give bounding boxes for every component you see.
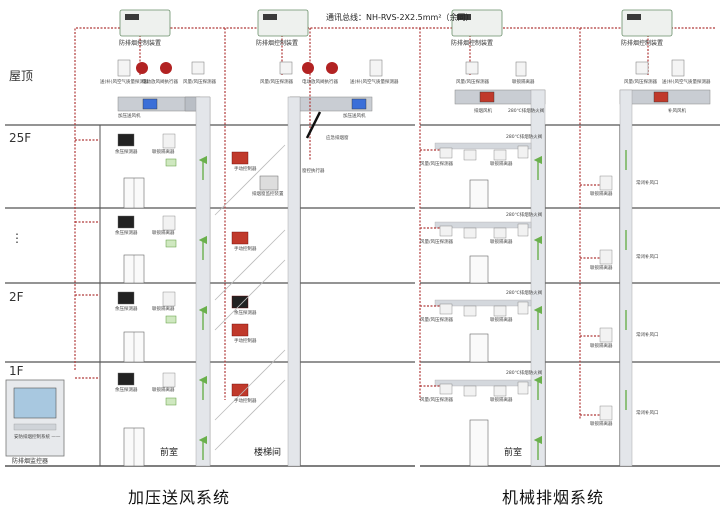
floor-label-1f: 1F bbox=[9, 364, 24, 378]
isolator-r-1f: 联锁隔离器 bbox=[490, 398, 513, 403]
damper-25f: 280℃排烟防火阀 bbox=[506, 135, 543, 140]
air-detector-2f: 风量/风压探测器 bbox=[420, 318, 454, 323]
controller-label-4: 防排烟控制装置 bbox=[621, 40, 664, 47]
roof-smoke-damper: 280℃排烟防火阀 bbox=[508, 109, 545, 114]
fans bbox=[142, 91, 669, 110]
residual-pressure-2f: 余压探测器 bbox=[115, 307, 138, 312]
system-title-left: 加压送风系统 bbox=[128, 488, 231, 507]
manual-controller-1f: 手动控制器 bbox=[234, 399, 257, 404]
air-detector-1f: 风量/风压探测器 bbox=[420, 398, 454, 403]
smoke-control-monitor bbox=[5, 379, 65, 457]
makeup-isolator-2f: 联锁隔离器 bbox=[590, 344, 613, 349]
right-building bbox=[420, 124, 720, 467]
roof-mid-detector-b: 风量/风压探测器 bbox=[260, 80, 294, 85]
floor-label-ellipsis: ⋮ bbox=[11, 231, 23, 245]
roof-makeup-detector-a: 送(补)风空气质量探测器 bbox=[662, 80, 711, 85]
ducts bbox=[117, 89, 711, 467]
controller-label-3: 防排烟控制装置 bbox=[451, 40, 494, 47]
damper-2f: 280℃排烟防火阀 bbox=[506, 291, 543, 296]
air-detector-mid: 风量/风压探测器 bbox=[420, 240, 454, 245]
makeup-vent-25f: 常闭补风口 bbox=[636, 181, 659, 186]
roof-makeup-fan: 补风风机 bbox=[668, 109, 686, 114]
isolator-2f: 联锁隔离器 bbox=[152, 307, 175, 312]
manual-controller-mid: 手动控制器 bbox=[234, 247, 257, 252]
system-title-right: 机械排烟系统 bbox=[502, 488, 605, 507]
monitor-label: 防排烟监控器 bbox=[12, 458, 49, 465]
controller-label-1: 防排烟控制装置 bbox=[119, 40, 162, 47]
floor-label-25f: 25F bbox=[9, 131, 32, 145]
air-detector-25f: 风量/风压探测器 bbox=[420, 162, 454, 167]
roof-smoke-isolator: 联锁隔离器 bbox=[512, 80, 535, 85]
top-controllers bbox=[119, 9, 673, 37]
damper-1f: 280℃排烟防火阀 bbox=[506, 371, 543, 376]
roof-smoke-detector: 风量/风压探测器 bbox=[456, 80, 490, 85]
roof-makeup-detector-b: 风量/风压探测器 bbox=[624, 80, 658, 85]
room-lobby-left: 前室 bbox=[160, 448, 179, 458]
room-stair: 楼梯间 bbox=[254, 448, 282, 458]
roof-mid-actuator-a: 电动放风阀执行器 bbox=[302, 80, 338, 85]
emergency-window: 应急排烟窗 bbox=[326, 136, 349, 141]
window-actuator: 窗控执行器 bbox=[302, 169, 325, 174]
floor-label-2f: 2F bbox=[9, 290, 24, 304]
window-controller: 排烟窗监控装置 bbox=[252, 192, 284, 197]
left-floor-devices bbox=[117, 111, 322, 467]
room-lobby-right: 前室 bbox=[504, 448, 523, 458]
right-floor-devices bbox=[439, 145, 613, 467]
roof-left-actuator-a: 电动放风阀执行器 bbox=[142, 80, 178, 85]
isolator-r-mid: 联锁隔离器 bbox=[490, 240, 513, 245]
floor-label-roof: 屋顶 bbox=[9, 69, 34, 83]
residual-pressure-mid: 余压探测器 bbox=[115, 231, 138, 236]
controller-label-2: 防排烟控制装置 bbox=[256, 40, 299, 47]
roof-smoke-fan: 排烟风机 bbox=[474, 109, 492, 114]
manual-controller-25f: 手动控制器 bbox=[234, 167, 257, 172]
isolator-mid: 联锁隔离器 bbox=[152, 231, 175, 236]
roof-devices bbox=[117, 59, 685, 77]
makeup-isolator-25f: 联锁隔离器 bbox=[590, 192, 613, 197]
damper-mid: 280℃排烟防火阀 bbox=[506, 213, 543, 218]
roof-mid-detector-a: 送(补)风空气质量探测器 bbox=[350, 80, 399, 85]
makeup-isolator-mid: 联锁隔离器 bbox=[590, 266, 613, 271]
bus-label: 通讯总线：NH-RVS-2X2.5mm²（余同） bbox=[326, 13, 474, 22]
roof-mid-fan: 加压送风机 bbox=[343, 114, 366, 119]
residual-pressure-25f: 余压探测器 bbox=[115, 150, 138, 155]
roof-left-fan: 加压送风机 bbox=[118, 114, 141, 119]
isolator-25f: 联锁隔离器 bbox=[152, 150, 175, 155]
makeup-vent-1f: 常闭补风口 bbox=[636, 411, 659, 416]
residual-pressure-stair: 余压探测器 bbox=[234, 311, 257, 316]
makeup-vent-mid: 常闭补风口 bbox=[636, 255, 659, 260]
residual-pressure-1f: 余压探测器 bbox=[115, 388, 138, 393]
roof-left-detector-a: 送(补)风空气质量探测器 bbox=[100, 80, 149, 85]
makeup-isolator-1f: 联锁隔离器 bbox=[590, 422, 613, 427]
isolator-1f: 联锁隔离器 bbox=[152, 388, 175, 393]
roof-left-detector-b: 风量/风压探测器 bbox=[183, 80, 217, 85]
manual-controller-2f: 手动控制器 bbox=[234, 339, 257, 344]
isolator-r-2f: 联锁隔离器 bbox=[490, 318, 513, 323]
monitor-brand: 安防排烟控制系统 —— bbox=[14, 435, 61, 440]
isolator-r-25f: 联锁隔离器 bbox=[490, 162, 513, 167]
makeup-vent-2f: 常闭补风口 bbox=[636, 333, 659, 338]
airflow-arrows bbox=[198, 150, 627, 460]
